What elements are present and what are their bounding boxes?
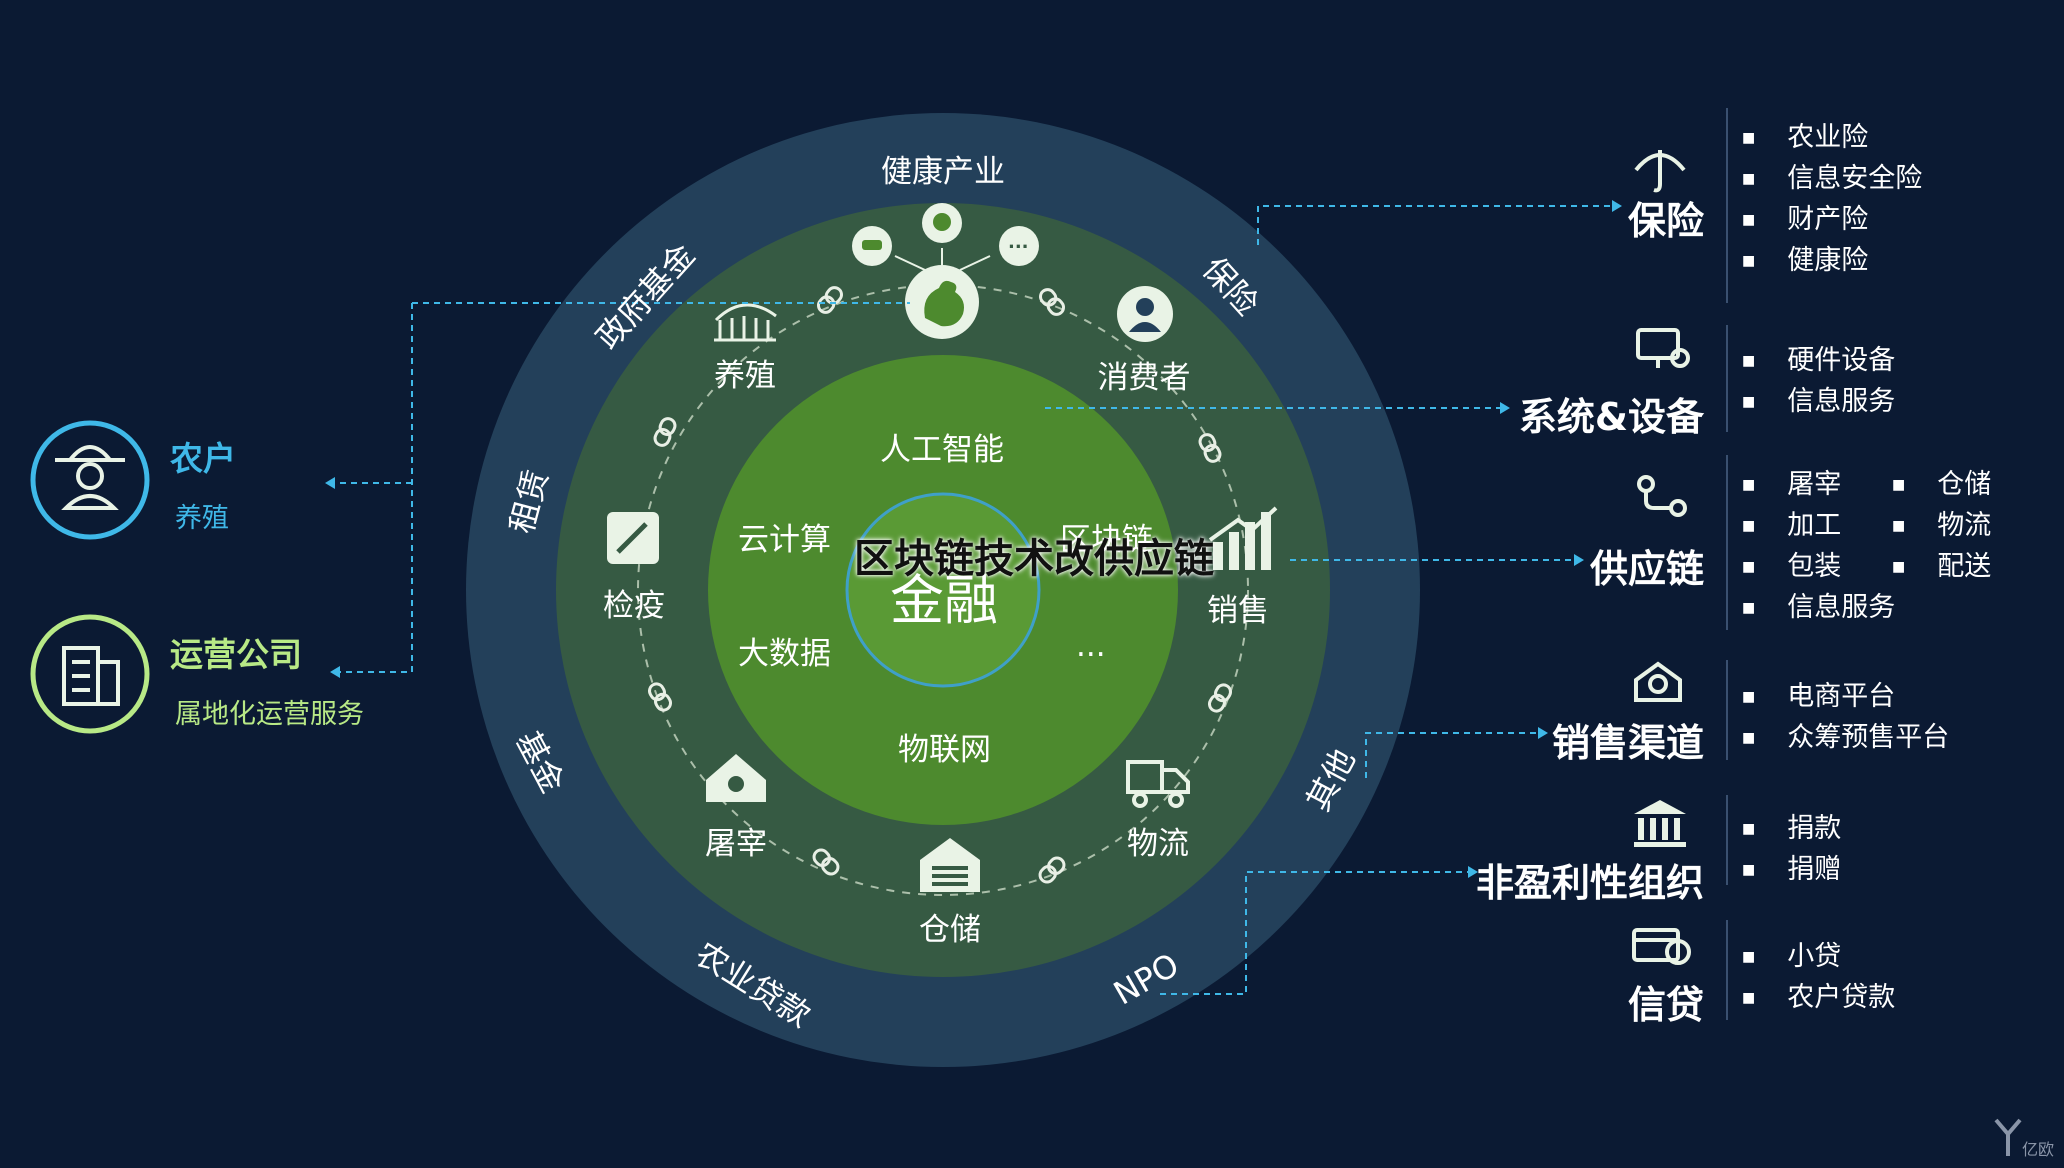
insurance-item: 健康险 bbox=[1742, 238, 1868, 277]
umbrella-icon bbox=[1634, 150, 1686, 193]
category-npo-title: 非盈利性组织 bbox=[1475, 861, 1704, 905]
inspection-icon bbox=[607, 512, 659, 564]
actor-operator-title: 运营公司 bbox=[170, 635, 302, 674]
chain-node-consumer: 消费者 bbox=[1097, 360, 1191, 396]
supply-chain-item: 屠宰 bbox=[1742, 462, 1841, 501]
category-supply-chain-title: 供应链 bbox=[1589, 547, 1704, 591]
tech-cloud: 云计算 bbox=[738, 522, 831, 558]
category-credit-title: 信贷 bbox=[1627, 983, 1704, 1027]
chain-node-logistics: 物流 bbox=[1127, 826, 1189, 862]
chain-node-yangzhi: 养殖 bbox=[714, 358, 776, 394]
watermark-logo-icon bbox=[1994, 1118, 2022, 1156]
credit-item: 农户贷款 bbox=[1742, 975, 1895, 1014]
center-finance-label: 金融 bbox=[890, 569, 998, 632]
tech-bigdata: 大数据 bbox=[738, 636, 831, 672]
sales-channel-item: 电商平台 bbox=[1742, 674, 1895, 713]
supply-chain-item: 加工 bbox=[1742, 503, 1841, 542]
supply-chain-item: 物流 bbox=[1892, 503, 1991, 542]
chain-node-sales: 销售 bbox=[1207, 593, 1269, 629]
npo-item: 捐赠 bbox=[1742, 847, 1841, 886]
actor-farmer-title: 农户 bbox=[170, 439, 236, 478]
supply-chain-item: 包装 bbox=[1742, 544, 1841, 583]
livestock-fence-icon bbox=[714, 303, 777, 342]
chain-link-icon bbox=[1208, 683, 1232, 713]
supply-chain-item: 仓储 bbox=[1892, 462, 1991, 501]
chain-node-slaughter: 屠宰 bbox=[705, 826, 767, 862]
health-industry-label: 健康产业 bbox=[881, 154, 1005, 190]
user-icon bbox=[1117, 286, 1173, 342]
warehouse-icon bbox=[920, 838, 980, 892]
chain-link-icon bbox=[1039, 288, 1065, 316]
growth-chart-icon bbox=[1208, 506, 1278, 570]
chain-link-icon bbox=[1198, 433, 1222, 463]
credit-item: 小贷 bbox=[1742, 934, 1841, 973]
actor-farmer-subtitle: 养殖 bbox=[175, 503, 229, 534]
chain-link-icon bbox=[817, 286, 843, 314]
route-icon bbox=[1637, 475, 1687, 517]
more-icon bbox=[999, 226, 1039, 266]
system-device-item: 信息服务 bbox=[1742, 379, 1895, 418]
category-insurance-title: 保险 bbox=[1627, 199, 1704, 243]
connector-lines bbox=[335, 205, 1612, 995]
overlay-title: 区块链技术改供应链 bbox=[854, 536, 1214, 582]
separator bbox=[1726, 795, 1728, 885]
tech-iot: 物联网 bbox=[898, 732, 991, 768]
npo-item: 捐款 bbox=[1742, 806, 1841, 845]
sales-channel-item: 众筹预售平台 bbox=[1742, 715, 1949, 754]
chain-link-icon bbox=[812, 848, 840, 876]
chain-node-storage: 仓储 bbox=[919, 912, 981, 948]
supply-chain-item: 配送 bbox=[1892, 544, 1991, 583]
watermark-text: 亿欧 bbox=[2022, 1140, 2055, 1159]
center-circle bbox=[845, 492, 1041, 688]
insurance-item: 农业险 bbox=[1742, 115, 1868, 154]
chain-path bbox=[637, 284, 1249, 896]
separator bbox=[1726, 920, 1728, 1020]
tech-more: ... bbox=[1076, 628, 1106, 664]
system-device-item: 硬件设备 bbox=[1742, 338, 1895, 377]
farmer-icon bbox=[30, 420, 150, 540]
separator bbox=[1726, 660, 1728, 760]
institution-icon bbox=[1634, 800, 1686, 847]
separator bbox=[1726, 455, 1728, 630]
computer-gear-icon bbox=[1636, 328, 1690, 368]
chain-link-icon bbox=[653, 417, 677, 447]
building-icon bbox=[30, 614, 150, 734]
chain-link-icon bbox=[648, 682, 672, 712]
connector-arrowheads bbox=[325, 200, 1622, 878]
category-sales-channel-title: 销售渠道 bbox=[1551, 721, 1704, 765]
chain-node-quarantine: 检疫 bbox=[603, 588, 665, 624]
tech-ai: 人工智能 bbox=[880, 432, 1004, 468]
truck-icon bbox=[1126, 760, 1190, 808]
category-system-device-title: 系统&设备 bbox=[1518, 395, 1704, 439]
butcher-house-icon bbox=[706, 754, 766, 802]
insurance-item: 信息安全险 bbox=[1742, 156, 1922, 195]
price-tag-icon bbox=[1634, 661, 1682, 702]
supply-chain-item: 信息服务 bbox=[1742, 585, 1895, 624]
actor-operator-subtitle: 属地化运营服务 bbox=[175, 699, 364, 730]
credit-card-icon bbox=[1632, 928, 1691, 965]
more-icon-label: ... bbox=[1008, 232, 1029, 253]
tech-blockchain: 区块链 bbox=[1060, 522, 1153, 558]
insurance-item: 财产险 bbox=[1742, 197, 1868, 236]
separator bbox=[1726, 325, 1728, 432]
separator bbox=[1726, 108, 1728, 303]
